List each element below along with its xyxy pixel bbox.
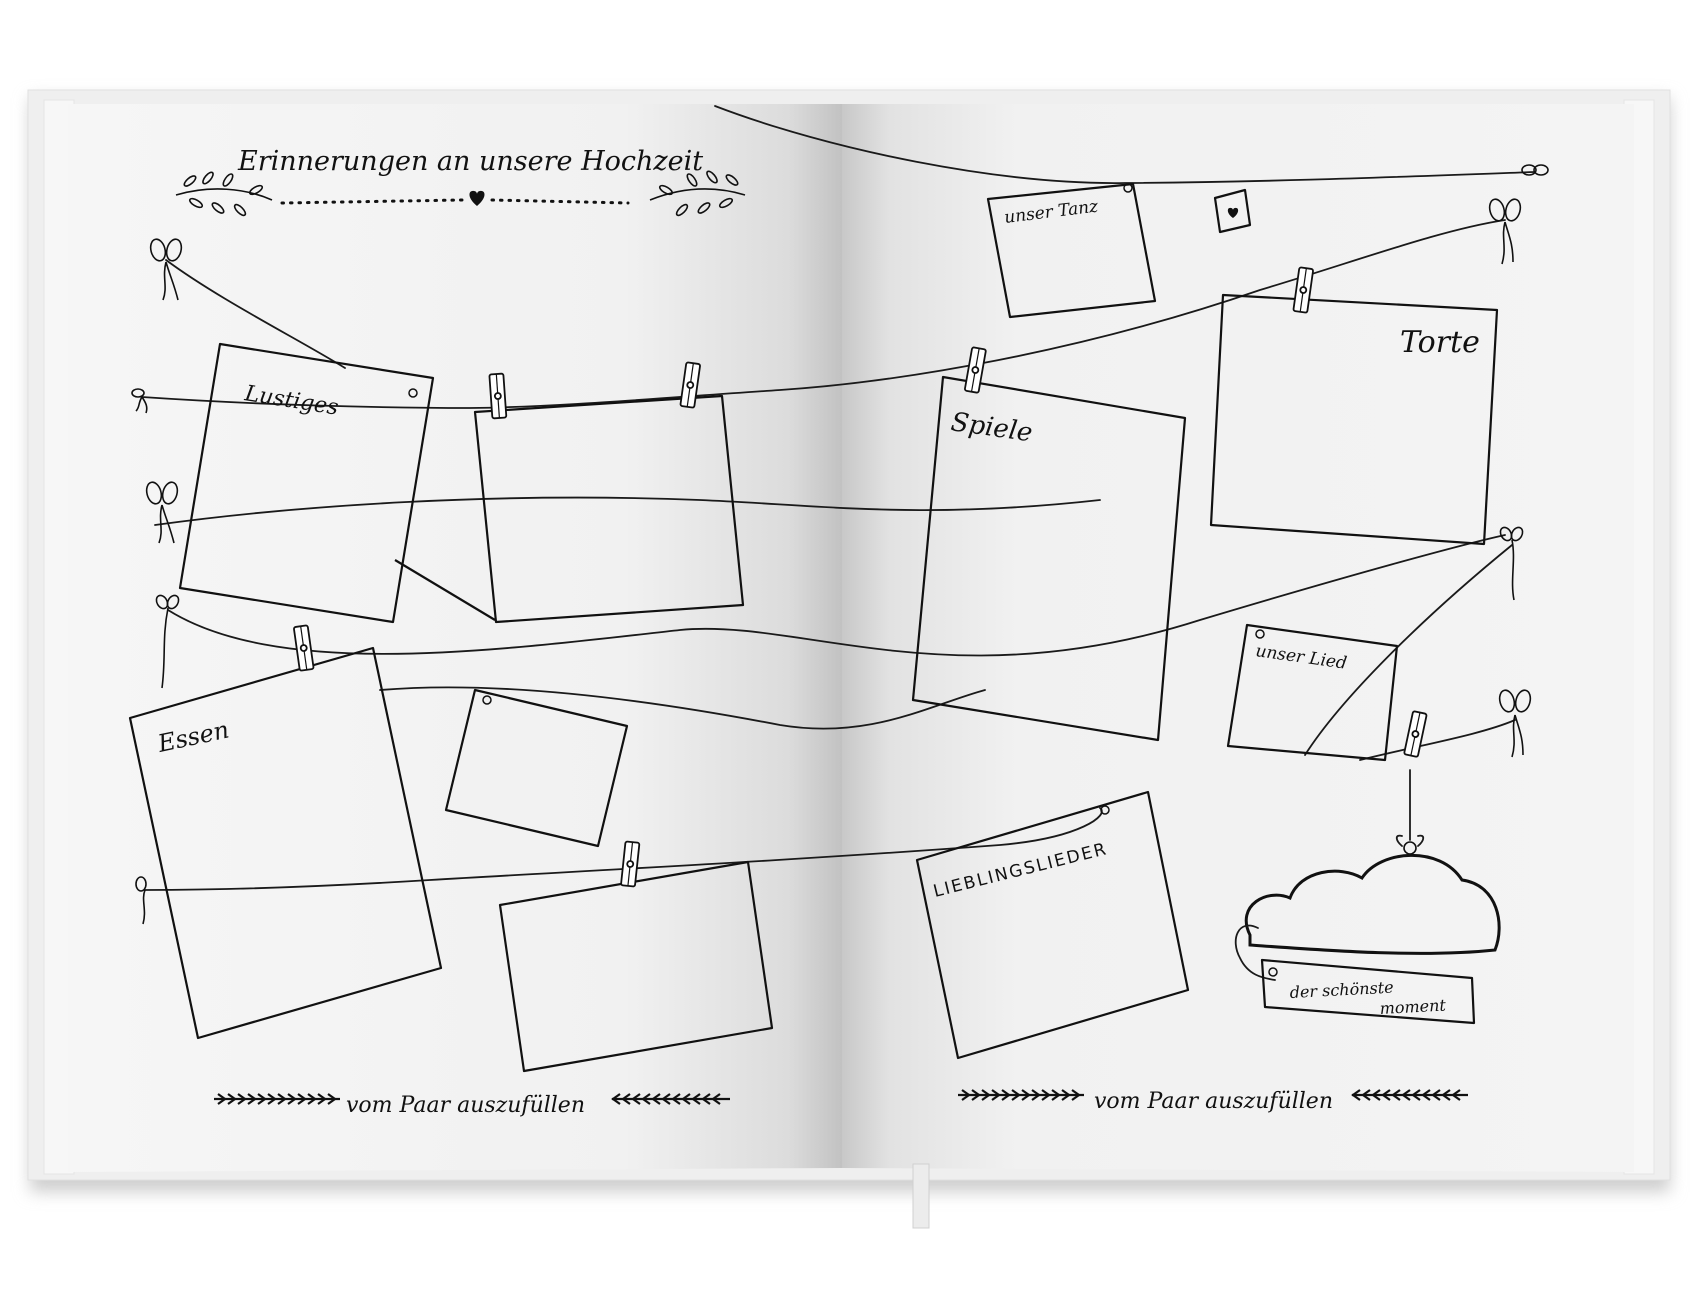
card-torte: Torte	[1209, 293, 1499, 546]
arrow-chain-icon	[1351, 1089, 1468, 1101]
laurel-branch-icon	[649, 170, 746, 217]
bow-icon	[149, 238, 183, 301]
bow-icon	[145, 481, 179, 544]
bow-icon	[1499, 526, 1524, 601]
bookmark-ribbon	[912, 1163, 930, 1229]
card-shadow-line	[394, 559, 496, 621]
bow-icon	[1521, 164, 1549, 176]
arrow-chain-icon	[611, 1093, 730, 1105]
clothespin-icon	[1292, 266, 1314, 314]
card-label-schoenster-moment-line2: moment	[1379, 996, 1447, 1018]
footer-left: vom Paar auszufüllen	[214, 1093, 730, 1118]
card-essen: Essen	[128, 646, 443, 1040]
bow-icon	[1498, 689, 1532, 758]
footer-text-left: vom Paar auszufüllen	[346, 1093, 585, 1118]
arrow-chain-icon	[958, 1089, 1084, 1101]
card-small-tag	[444, 688, 629, 848]
clothespin-icon	[620, 840, 641, 888]
dotted-divider	[490, 198, 630, 205]
clothespin-icon	[488, 372, 508, 420]
card-schoenster-moment: der schönste moment	[1260, 958, 1476, 1025]
right-page	[842, 104, 1634, 1172]
footer-text-right: vom Paar auszufüllen	[1094, 1089, 1333, 1114]
arrow-chain-icon	[214, 1093, 340, 1105]
header: Erinnerungen an unsere Hochzeit	[175, 146, 746, 217]
heart-icon	[469, 190, 485, 206]
clothespin-icon	[293, 624, 315, 672]
heart-icon	[1227, 207, 1239, 218]
bow-icon	[1488, 198, 1522, 265]
card-photo-bottom	[498, 860, 774, 1073]
footer-right: vom Paar auszufüllen	[958, 1089, 1468, 1114]
bows	[131, 164, 1549, 925]
laurel-branch-icon	[175, 171, 273, 217]
clothespins	[293, 266, 1428, 888]
card-label-torte: Torte	[1400, 325, 1480, 360]
clothespin-icon	[1403, 710, 1428, 758]
clothespin-icon	[964, 346, 987, 394]
clothespin-icon	[679, 361, 701, 409]
card-photo-top	[473, 394, 745, 624]
bow-icon	[155, 594, 180, 689]
left-page	[68, 104, 842, 1172]
heart-tag	[1213, 188, 1252, 234]
header-title: Erinnerungen an unsere Hochzeit	[237, 146, 703, 177]
bow-icon	[135, 876, 147, 925]
bow-icon	[131, 388, 148, 414]
strings	[141, 105, 1536, 891]
